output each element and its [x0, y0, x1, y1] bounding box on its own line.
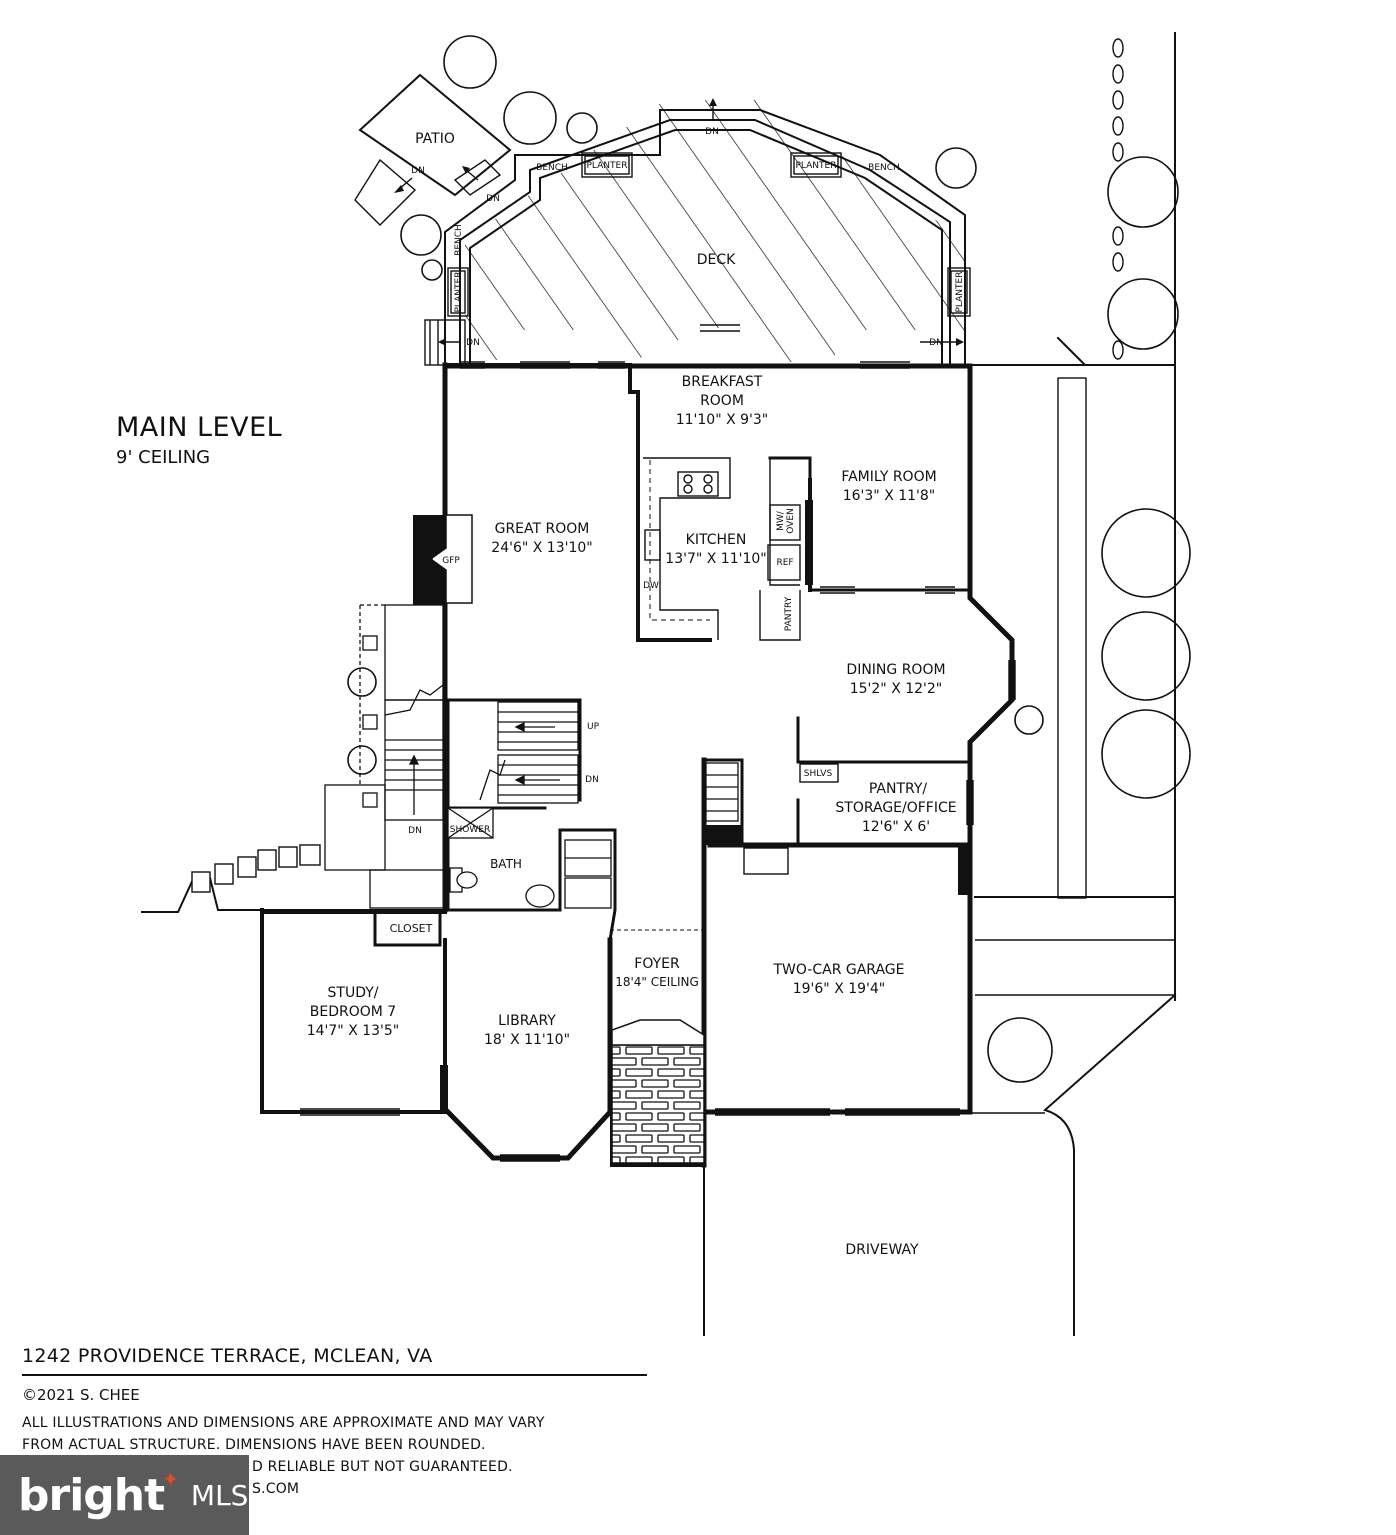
driveway-label: DRIVEWAY [845, 1242, 919, 1258]
disclaimer-line-3: D RELIABLE BUT NOT GUARANTEED. [252, 1459, 513, 1475]
ref-label: REF [776, 558, 793, 568]
shlvs-label: SHLVS [804, 769, 833, 779]
kitchen-name: KITCHEN [686, 532, 747, 548]
garage-dims: 19'6" X 19'4" [793, 981, 886, 997]
bench-label-right: BENCH [868, 163, 900, 173]
family-room-name: FAMILY ROOM [841, 469, 936, 485]
library-dims: 18' X 11'10" [484, 1032, 570, 1048]
disclaimer: ALL ILLUSTRATIONS AND DIMENSIONS ARE APP… [22, 1412, 647, 1500]
dn-label-left: DN [466, 338, 480, 348]
dw-label: DW [643, 581, 659, 591]
planter-label-2: PLANTER [796, 161, 837, 171]
stairs [324, 604, 739, 909]
shower-label: SHOWER [450, 825, 490, 835]
bath-fixtures [447, 807, 555, 908]
kitchen-dims: 13'7" X 11'10" [665, 551, 766, 567]
bright-mls-watermark: bright ✦ MLS [0, 1455, 249, 1535]
foyer-ceiling: 18'4" CEILING [615, 975, 699, 989]
disclaimer-line-2: FROM ACTUAL STRUCTURE. DIMENSIONS HAVE B… [22, 1437, 486, 1453]
dn-label-stairs: DN [408, 826, 422, 836]
planter-label-1: PLANTER [587, 161, 628, 171]
study-dims: 14'7" X 13'5" [307, 1023, 400, 1039]
ceiling-height: 9' CEILING [116, 447, 211, 468]
pantry-office-name2: STORAGE/OFFICE [835, 800, 956, 816]
pantry-office-dims: 12'6" X 6' [862, 819, 930, 835]
plan-heading: MAIN LEVEL 9' CEILING [116, 412, 282, 468]
dining-room-dims: 15'2" X 12'2" [850, 681, 943, 697]
pantry-office-name: PANTRY/ [869, 781, 928, 797]
gfp-label: GFP [442, 556, 460, 566]
dining-room-name: DINING ROOM [846, 662, 945, 678]
breakfast-room-name: BREAKFAST [682, 374, 763, 390]
fireplace [431, 514, 473, 604]
disclaimer-line-4: S.COM [252, 1481, 300, 1497]
dn-label-patio2: DN [486, 194, 500, 204]
property-address: 1242 PROVIDENCE TERRACE, MCLEAN, VA [22, 1345, 647, 1376]
study-name: STUDY/ [328, 985, 379, 1001]
disclaimer-line-1: ALL ILLUSTRATIONS AND DIMENSIONS ARE APP… [22, 1415, 545, 1431]
footer: 1242 PROVIDENCE TERRACE, MCLEAN, VA ©202… [22, 1345, 647, 1500]
patio [354, 73, 512, 226]
mw-oven-label: MW/ [776, 510, 786, 531]
watermark-brand: bright [18, 1469, 165, 1521]
garage-name: TWO-CAR GARAGE [773, 962, 905, 978]
entry-steps [191, 844, 789, 893]
spark-icon: ✦ [162, 1467, 179, 1491]
library-name: LIBRARY [498, 1013, 556, 1029]
landscape-trees [347, 35, 1191, 1083]
exterior-walls [260, 362, 1015, 1168]
interior-walls [373, 456, 972, 947]
deck-label: DECK [697, 252, 736, 268]
mw-oven-label2: OVEN [786, 508, 796, 534]
planter-label-4: PLANTER [955, 272, 965, 313]
planter-label-3: PLANTER [454, 272, 464, 313]
bath-label: BATH [490, 857, 522, 871]
patio-label: PATIO [415, 131, 455, 147]
solid-wall-blocks [413, 500, 972, 1110]
deck [424, 98, 971, 366]
front-porch [611, 1019, 705, 1164]
pantry-label: PANTRY [784, 596, 794, 631]
bench-label-side: BENCH [454, 224, 464, 256]
watermark-suffix: MLS [190, 1478, 249, 1512]
site-lines [141, 32, 1177, 1336]
level-title: MAIN LEVEL [116, 412, 283, 443]
dn-label-right: DN [929, 338, 943, 348]
foyer-name: FOYER [634, 956, 680, 972]
dn-label-patio: DN [411, 166, 425, 176]
breakfast-room-dims: 11'10" X 9'3" [676, 412, 769, 428]
study-name2: BEDROOM 7 [310, 1004, 396, 1020]
dn-label-basement: DN [585, 775, 599, 785]
closet-label: CLOSET [390, 922, 433, 935]
property-hedge [1112, 38, 1124, 360]
great-room-dims: 24'6" X 13'10" [491, 540, 592, 556]
windows [300, 324, 1016, 1162]
copyright: ©2021 S. CHEE [22, 1386, 140, 1404]
kitchen-counters [643, 457, 801, 641]
up-label: UP [587, 722, 600, 732]
great-room-name: GREAT ROOM [495, 521, 590, 537]
dn-label-deck: DN [705, 127, 719, 137]
breakfast-room-name2: ROOM [700, 393, 744, 409]
bench-label-left: BENCH [536, 163, 568, 173]
family-room-dims: 16'3" X 11'8" [843, 488, 936, 504]
